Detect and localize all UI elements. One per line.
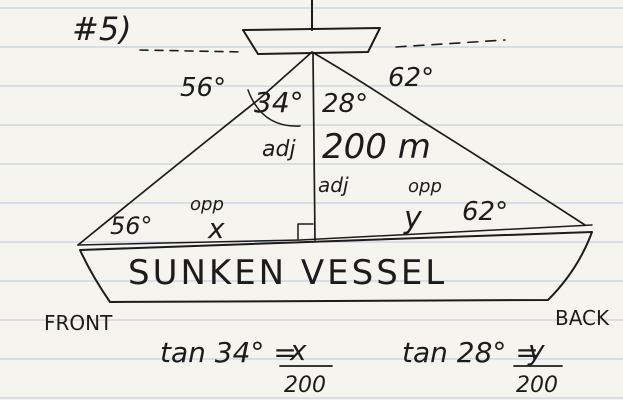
equation-left-lhs: tan 34° = [160, 336, 297, 369]
depth-label: 200 m [322, 127, 431, 167]
angle-top-left-interior: 34° [254, 86, 304, 119]
angle-top-right-interior: 28° [322, 89, 368, 119]
equation-right-denominator: 200 [516, 373, 558, 398]
surface-boat [242, 0, 381, 55]
opp-label-right: opp [408, 176, 442, 197]
back-label: BACK [555, 306, 610, 330]
ruled-lines [0, 7, 623, 399]
equation-right-lhs: tan 28° = [402, 336, 539, 369]
angle-top-left-exterior: 56° [180, 73, 226, 103]
equation-right-numerator: y [527, 334, 545, 367]
equation-left-denominator: 200 [284, 373, 326, 398]
problem-number: #5) [72, 10, 132, 48]
front-label: FRONT [44, 311, 113, 335]
angle-top-right-exterior: 62° [388, 63, 434, 93]
angle-bottom-right: 62° [462, 197, 508, 227]
equation-right: tan 28° = y 200 [402, 334, 563, 398]
angle-bottom-left: 56° [110, 212, 153, 240]
vessel-hull [79, 231, 593, 303]
opp-label-left: opp [190, 194, 224, 215]
adj-label-middle: adj [318, 173, 349, 197]
angle-arc-34 [247, 89, 301, 127]
water-surface [139, 39, 506, 53]
x-label: x [207, 212, 225, 245]
sight-triangles [77, 51, 593, 246]
y-label: y [403, 201, 423, 236]
equation-left-numerator: x [289, 334, 307, 367]
adj-label-left: adj [262, 137, 296, 162]
vessel-label: SUNKEN VESSEL [128, 253, 447, 293]
equation-left: tan 34° = x 200 [160, 334, 333, 398]
